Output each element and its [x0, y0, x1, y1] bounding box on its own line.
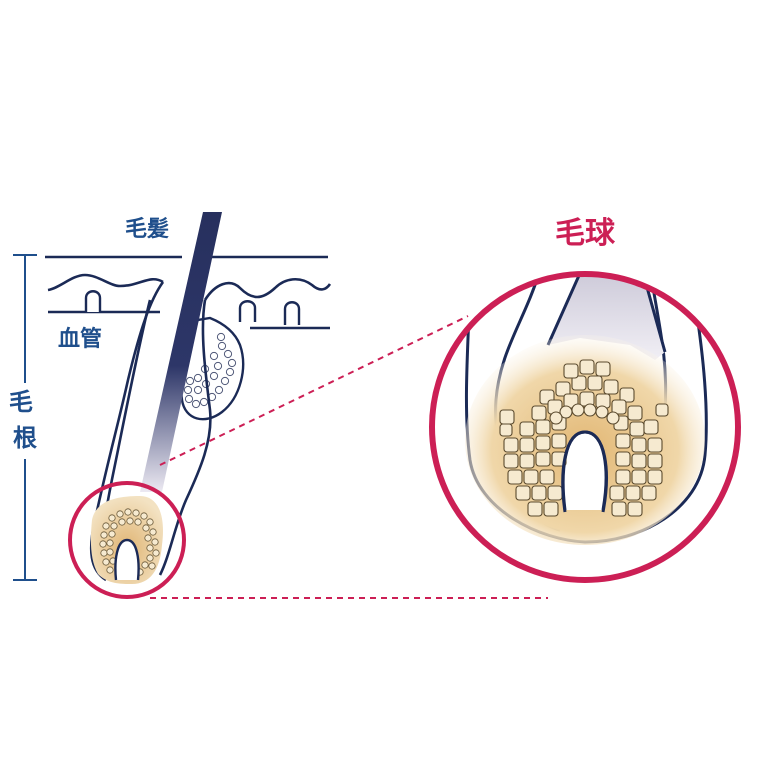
bulb-cells — [499, 359, 669, 517]
hair-bulb-label: 毛球 — [555, 216, 616, 251]
blood-vessel-loops — [84, 290, 301, 325]
small-hair-bulb — [68, 481, 186, 599]
hair-bulb-magnified — [429, 271, 741, 583]
blood-vessel-label: 血管 — [58, 326, 102, 352]
skin-layers — [45, 255, 332, 330]
hair-label: 毛髪 — [125, 217, 169, 242]
zoom-connector-lines — [150, 315, 548, 599]
hair-shaft — [140, 212, 222, 492]
hair-root-label: 毛 根 — [9, 388, 41, 452]
